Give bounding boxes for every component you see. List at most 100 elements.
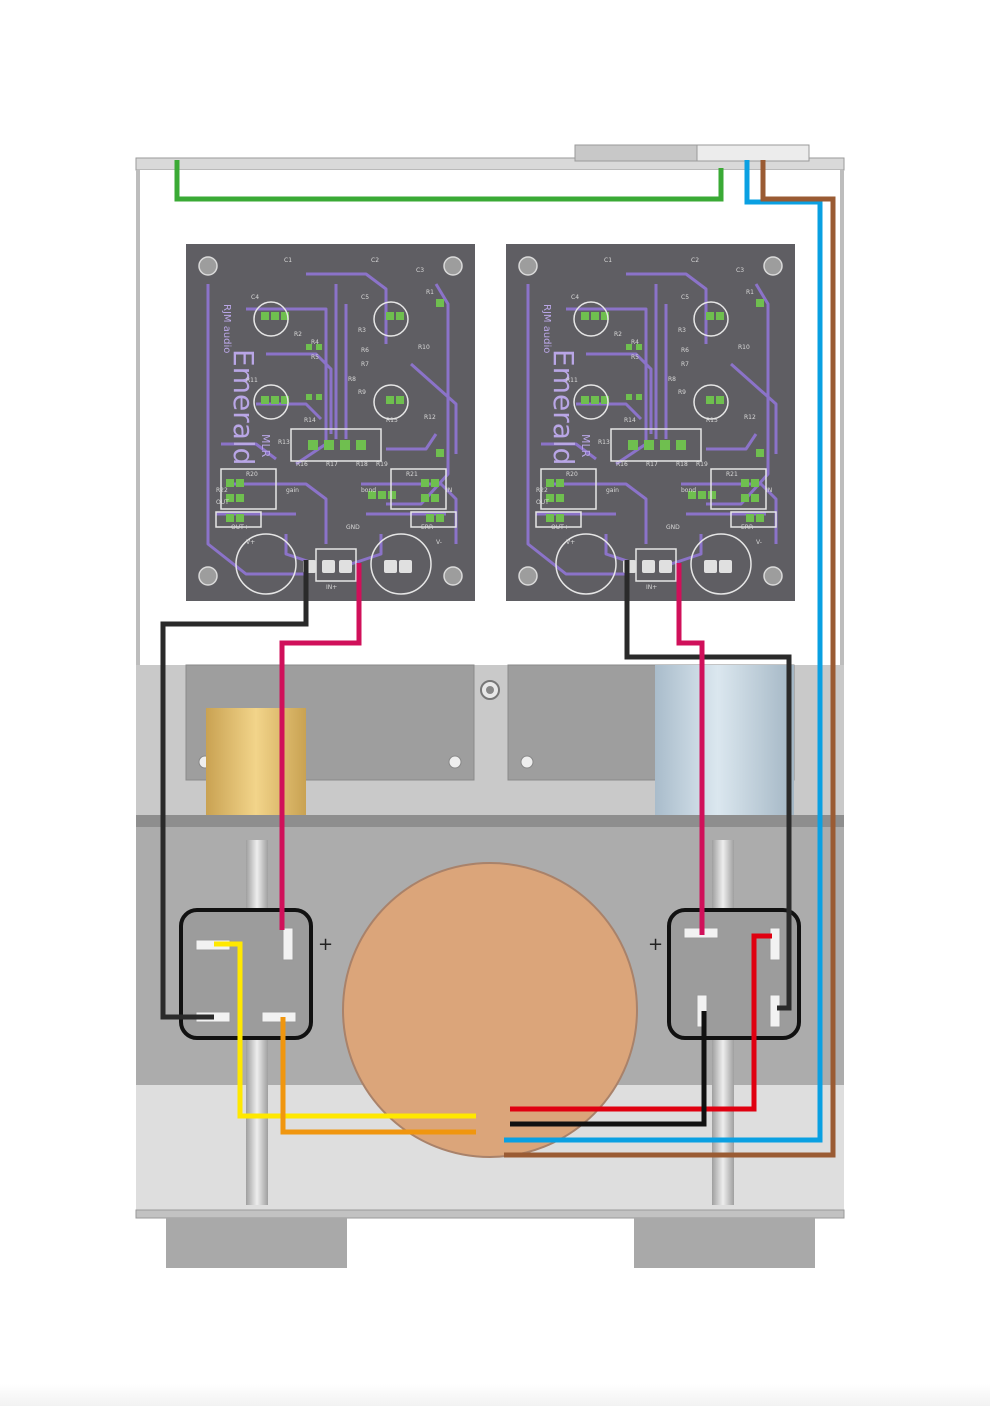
wire-yellow (214, 941, 476, 1119)
pcb-silkscreen-label: C5 (361, 294, 369, 301)
pcb-silkscreen-label: OUT (536, 499, 549, 506)
pcb-silkscreen-label: R10 (738, 344, 750, 351)
board-left-brand: RJM audio (221, 304, 232, 353)
wire-red (510, 933, 772, 1112)
pcb-silkscreen-label: IN+ (646, 584, 657, 591)
pcb-silkscreen-label: R1 (746, 289, 754, 296)
pcb-silkscreen-label: IN (446, 487, 452, 494)
pcb-silkscreen-label: R8 (668, 376, 676, 383)
pcb-silkscreen-label: R22 (216, 487, 228, 494)
pcb-silkscreen-label: R17 (646, 461, 658, 468)
pcb-silkscreen-label: R13 (278, 439, 290, 446)
wire-left-red (279, 563, 362, 930)
wire-left-black (160, 560, 309, 1020)
wire-brown (504, 160, 836, 1158)
pcb-silkscreen-label: V- (436, 539, 442, 546)
pcb-silkscreen-label: R14 (624, 417, 636, 424)
pcb-silkscreen-label: R4 (311, 339, 319, 346)
wires (160, 160, 836, 1158)
pcb-silkscreen-label: V+ (566, 539, 575, 546)
pcb-silkscreen-label: bond (361, 487, 376, 494)
pcb-silkscreen-label: C5 (681, 294, 689, 301)
pcb-silkscreen-label: R11 (246, 377, 258, 384)
pcb-silkscreen-label: R6 (681, 347, 689, 354)
pcb-silkscreen-label: R4 (631, 339, 639, 346)
pcb-silkscreen-label: R19 (696, 461, 708, 468)
pcb-silkscreen-label: R12 (744, 414, 756, 421)
pcb-silkscreen-label: IN+ (326, 584, 337, 591)
pcb-silkscreen-label: R2 (614, 331, 622, 338)
board-right-logo: MLR (579, 434, 592, 458)
wire-orange (280, 1017, 476, 1135)
pcb-silkscreen-label: ERR (741, 524, 753, 531)
pcb-silkscreen-label: C2 (371, 257, 379, 264)
wire-blue (504, 160, 823, 1143)
wire-green (174, 160, 724, 202)
pcb-silkscreen-label: R19 (376, 461, 388, 468)
pcb-silkscreen-label: R7 (361, 361, 369, 368)
pcb-silkscreen-label: C3 (736, 267, 744, 274)
pcb-silkscreen-label: IN (766, 487, 772, 494)
wire-black-bottom (510, 1011, 707, 1127)
pcb-silkscreen-label: C4 (251, 294, 259, 301)
pcb-silkscreen-label: ERR (421, 524, 433, 531)
wire-right-black (624, 560, 792, 1011)
pcb-silkscreen-label: R7 (681, 361, 689, 368)
pcb-silkscreen-label: R9 (358, 389, 366, 396)
page-bottom-shadow (0, 1384, 990, 1406)
pcb-silkscreen-label: V+ (246, 539, 255, 546)
pcb-silkscreen-label: R3 (358, 327, 366, 334)
pcb-silkscreen-label: R13 (598, 439, 610, 446)
pcb-silkscreen-label: R15 (706, 417, 718, 424)
pcb-silkscreen-label: R15 (386, 417, 398, 424)
pcb-silkscreen-label: C1 (604, 257, 612, 264)
board-right-brand: RJM audio (541, 304, 552, 353)
pcb-silkscreen-label: OUT+ (231, 524, 249, 531)
pcb-silkscreen-label: GND (666, 524, 680, 531)
board-left-title: Emerald (227, 349, 260, 465)
pcb-silkscreen-label: R12 (424, 414, 436, 421)
pcb-silkscreen-label: R18 (676, 461, 688, 468)
pcb-silkscreen-label: R16 (616, 461, 628, 468)
pcb-silkscreen-label: R8 (348, 376, 356, 383)
pcb-silkscreen-label: gain (606, 487, 619, 494)
pcb-silkscreen-label: R16 (296, 461, 308, 468)
toroid-transformer (342, 862, 638, 1158)
capacitor-left: + (179, 908, 333, 1040)
pcb-silkscreen-label: R17 (326, 461, 338, 468)
pcb-silkscreen-label: R21 (406, 471, 418, 478)
board-left-logo: MLR (259, 434, 272, 458)
pcb-silkscreen-label: gain (286, 487, 299, 494)
pcb-silkscreen-label: R5 (631, 354, 639, 361)
capacitor-right-plus-label: + (648, 934, 663, 955)
pcb-silkscreen-label: R2 (294, 331, 302, 338)
pcb-silkscreen-label: R20 (566, 471, 578, 478)
pcb-silkscreen-label: R9 (678, 389, 686, 396)
wire-right-red (676, 563, 705, 935)
pcb-silkscreen-label: bond (681, 487, 696, 494)
pcb-silkscreen-label: V- (756, 539, 762, 546)
pcb-silkscreen-label: R10 (418, 344, 430, 351)
pcb-silkscreen-label: C3 (416, 267, 424, 274)
capacitor-right: + (648, 908, 801, 1040)
pcb-silkscreen-label: GND (346, 524, 360, 531)
pcb-silkscreen-label: R14 (304, 417, 316, 424)
pcb-silkscreen-label: R3 (678, 327, 686, 334)
pcb-silkscreen-label: C1 (284, 257, 292, 264)
pcb-silkscreen-label: R5 (311, 354, 319, 361)
pcb-silkscreen-label: C2 (691, 257, 699, 264)
pcb-silkscreen-label: C4 (571, 294, 579, 301)
board-right-title: Emerald (547, 349, 580, 465)
pcb-silkscreen-label: R20 (246, 471, 258, 478)
pcb-silkscreen-label: R18 (356, 461, 368, 468)
pcb-silkscreen-label: R21 (726, 471, 738, 478)
pcb-silkscreen-label: R1 (426, 289, 434, 296)
pcb-silkscreen-label: R11 (566, 377, 578, 384)
pcb-silkscreen-label: OUT (216, 499, 229, 506)
